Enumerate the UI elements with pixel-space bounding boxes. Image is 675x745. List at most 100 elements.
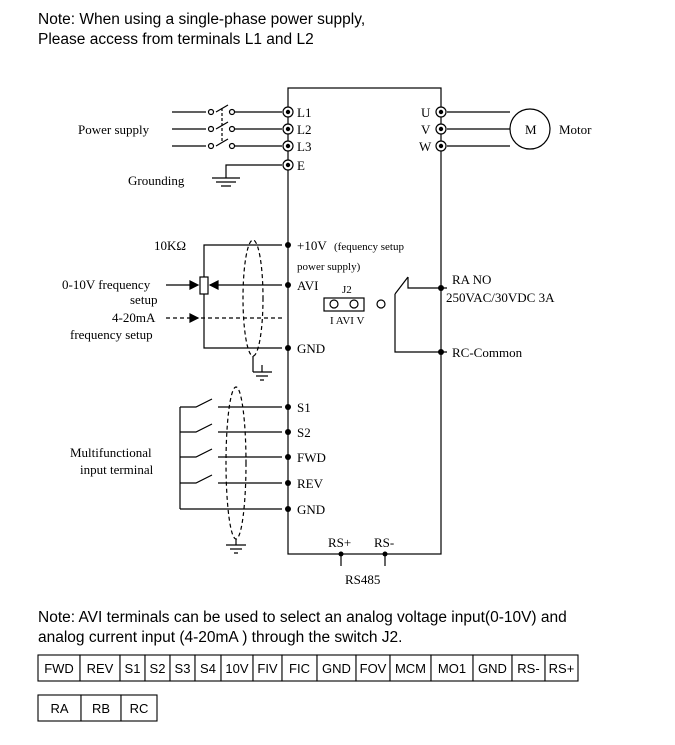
label-rev: REV bbox=[297, 476, 324, 491]
j2-pin-i bbox=[329, 299, 339, 309]
breaker-contact-1a bbox=[207, 108, 215, 116]
terminal-cell-label: FOV bbox=[360, 661, 387, 676]
voltage-setup-arrowhead bbox=[189, 280, 200, 290]
terminal-dot-rc bbox=[438, 349, 444, 355]
label-voltage-setup-2: setup bbox=[130, 292, 157, 307]
terminal-strip-row-2: RA RB RC bbox=[37, 694, 158, 722]
terminal-core-l2 bbox=[285, 126, 291, 132]
label-10v-desc-1: (fequency setup bbox=[334, 241, 404, 253]
terminal-cell-label: S3 bbox=[175, 661, 191, 676]
terminal-cell-box bbox=[79, 654, 121, 682]
label-rs485: RS485 bbox=[345, 572, 380, 587]
terminal-cell-label: S2 bbox=[150, 661, 166, 676]
terminal-dot-rev bbox=[285, 480, 291, 486]
label-ra-no: RA NO bbox=[452, 272, 491, 287]
relay-ra-line bbox=[407, 277, 447, 289]
terminal-cell-box bbox=[220, 654, 254, 682]
input-s1-wire bbox=[180, 398, 282, 408]
terminal-dot-rs-minus bbox=[382, 551, 388, 557]
terminal-cell-label: FIV bbox=[257, 661, 278, 676]
label-l2: L2 bbox=[297, 122, 311, 137]
breaker-contact-3b bbox=[228, 142, 236, 150]
terminal-cell-box bbox=[169, 654, 196, 682]
label-s2: S2 bbox=[297, 425, 311, 440]
terminal-dot-ra bbox=[438, 285, 444, 291]
terminal-cell-box bbox=[37, 694, 82, 722]
terminal-cell-box bbox=[281, 654, 318, 682]
terminal-dot-s1 bbox=[285, 404, 291, 410]
terminal-core-w bbox=[438, 143, 444, 149]
breaker-contact-1b bbox=[228, 108, 236, 116]
current-setup-arrowhead bbox=[189, 313, 200, 323]
terminal-cell-label: REV bbox=[87, 661, 114, 676]
power-line-l2 bbox=[172, 121, 282, 130]
top-note-line-1: Note: When using a single-phase power su… bbox=[38, 11, 366, 28]
bottom-note-line-1: Note: AVI terminals can be used to selec… bbox=[38, 609, 567, 626]
bottom-note: Note: AVI terminals can be used to selec… bbox=[38, 608, 567, 648]
terminal-cell-box bbox=[120, 694, 158, 722]
ground-line bbox=[212, 164, 282, 187]
label-gnd1: GND bbox=[297, 341, 325, 356]
terminal-cell-box bbox=[144, 654, 171, 682]
top-note: Note: When using a single-phase power su… bbox=[38, 10, 365, 50]
breaker-contact-2b bbox=[228, 125, 236, 133]
label-motor-symbol: M bbox=[525, 122, 537, 137]
label-rs-minus: RS- bbox=[374, 535, 394, 550]
label-rs-plus: RS+ bbox=[328, 535, 351, 550]
input-s2-wire bbox=[180, 423, 282, 433]
terminal-dot-gnd2 bbox=[285, 506, 291, 512]
terminal-cell-label: MCM bbox=[395, 661, 426, 676]
shield-inputs bbox=[225, 386, 247, 540]
label-v: V bbox=[421, 122, 431, 137]
label-fwd: FWD bbox=[297, 450, 326, 465]
label-rc-common: RC-Common bbox=[452, 345, 523, 360]
label-s1: S1 bbox=[297, 400, 311, 415]
shield-inputs-ground bbox=[226, 539, 246, 554]
label-multifunctional-1: Multifunctional bbox=[70, 445, 152, 460]
label-u: U bbox=[421, 105, 431, 120]
terminal-cell-label: RA bbox=[50, 701, 68, 716]
terminal-dot-s2 bbox=[285, 429, 291, 435]
label-power-supply: Power supply bbox=[78, 122, 150, 137]
breaker-contact-2a bbox=[207, 125, 215, 133]
terminal-cell-label: RC bbox=[130, 701, 149, 716]
label-grounding: Grounding bbox=[128, 173, 185, 188]
terminal-cell-box bbox=[430, 654, 474, 682]
label-multifunctional-2: input terminal bbox=[80, 462, 154, 477]
label-gnd2: GND bbox=[297, 502, 325, 517]
potentiometer bbox=[199, 276, 209, 295]
label-motor: Motor bbox=[559, 122, 592, 137]
label-e: E bbox=[297, 158, 305, 173]
terminal-cell-box bbox=[194, 654, 222, 682]
label-10v-desc-2: power supply) bbox=[297, 261, 361, 273]
terminal-cell-label: S4 bbox=[200, 661, 216, 676]
terminal-cell-box bbox=[119, 654, 146, 682]
shield-analog bbox=[242, 239, 264, 357]
terminal-core-v bbox=[438, 126, 444, 132]
terminal-cell-label: RS+ bbox=[549, 661, 575, 676]
power-line-l1 bbox=[172, 104, 282, 113]
input-rev-wire bbox=[180, 474, 282, 484]
label-w: W bbox=[419, 139, 432, 154]
terminal-dot-10v bbox=[285, 242, 291, 248]
power-line-l3 bbox=[172, 138, 282, 147]
label-relay-rating: 250VAC/30VDC 3A bbox=[446, 290, 555, 305]
relay-contact bbox=[394, 276, 409, 295]
terminal-cell-label: GND bbox=[478, 661, 507, 676]
j2-pin-avi bbox=[349, 299, 359, 309]
terminal-cell-label: MO1 bbox=[438, 661, 466, 676]
terminal-dot-gnd1 bbox=[285, 345, 291, 351]
terminal-cell-label: RS- bbox=[517, 661, 539, 676]
avi-arrow bbox=[208, 280, 219, 290]
top-note-line-2: Please access from terminals L1 and L2 bbox=[38, 31, 314, 48]
label-current-setup-2: frequency setup bbox=[70, 327, 153, 342]
terminal-cell-label: S1 bbox=[125, 661, 141, 676]
relay-rc-line bbox=[394, 294, 447, 353]
label-j2: J2 bbox=[342, 284, 352, 296]
terminal-cell-label: RB bbox=[92, 701, 110, 716]
label-j2-options: I AVI V bbox=[330, 315, 364, 327]
shield-analog-ground bbox=[252, 356, 272, 381]
terminal-cell-box bbox=[544, 654, 579, 682]
terminal-dot-avi bbox=[285, 282, 291, 288]
